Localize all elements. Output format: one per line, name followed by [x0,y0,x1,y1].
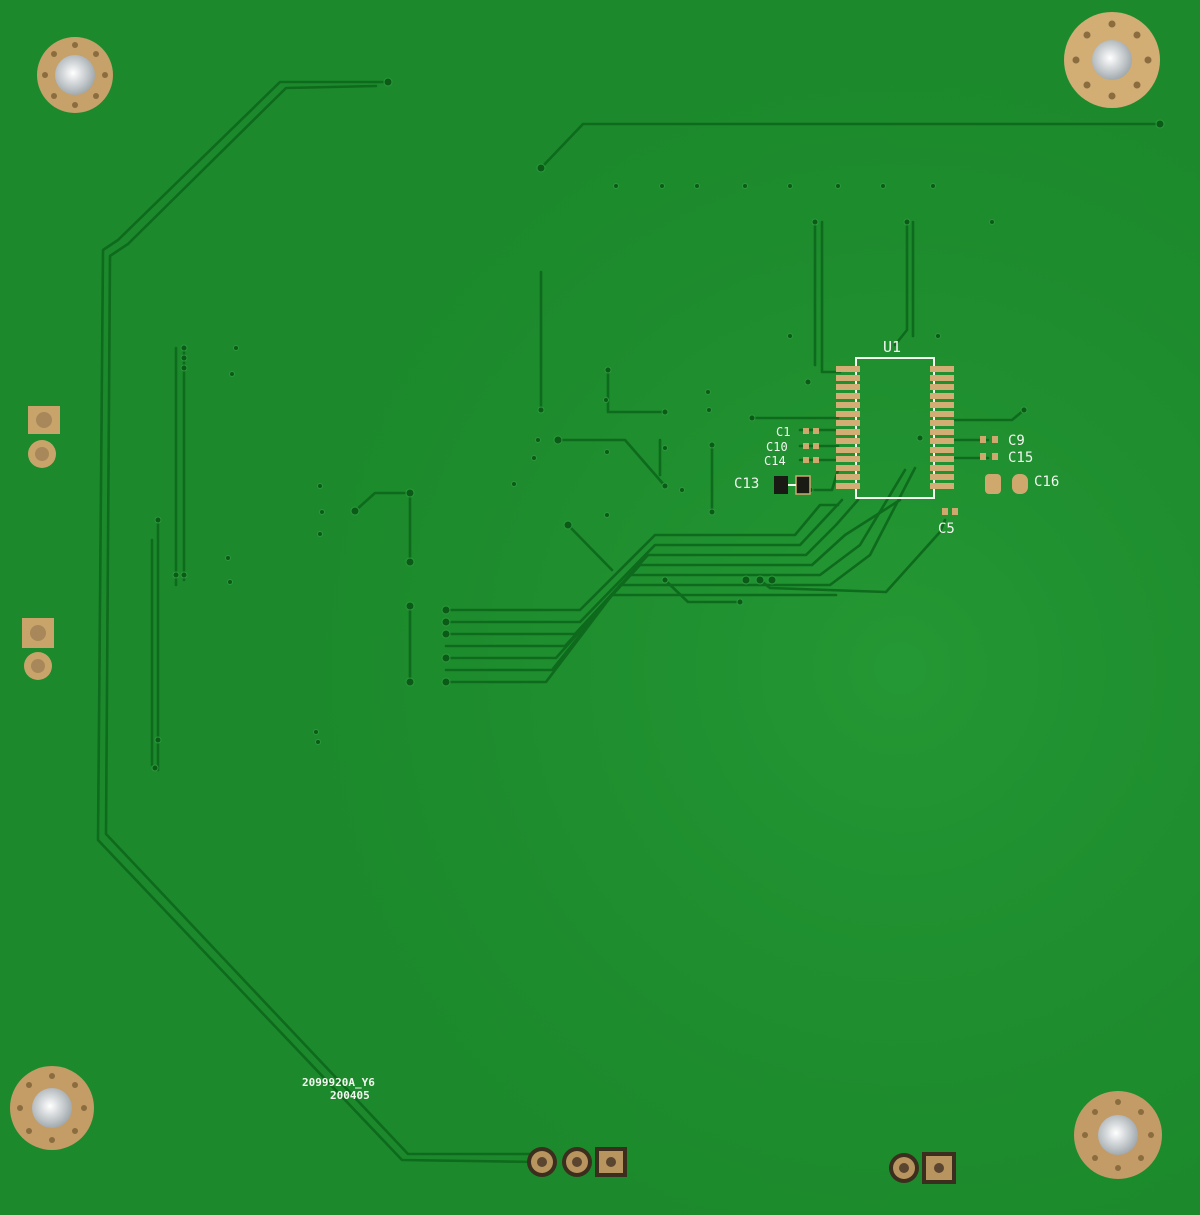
mounting-hole-bottom-right [1074,1091,1162,1179]
bottom-connector-3pin [527,1147,627,1177]
label-c16: C16 [1034,474,1059,490]
mounting-hole-top-right [1064,12,1160,108]
mounting-hole-top-left [37,37,113,113]
label-u1: U1 [883,338,901,356]
left-header-top [28,406,60,468]
label-c10: C10 [766,440,788,454]
u1-pads-right [930,366,954,489]
mounting-hole-bottom-left [10,1066,94,1150]
copper-traces [96,80,1162,1164]
label-c14: C14 [764,454,786,468]
c13-pads [774,475,811,495]
date-code: 200405 [330,1089,370,1102]
u1-pads-left [836,366,860,489]
label-c13: C13 [734,476,759,492]
part-code: 2099920A_Y6 [302,1076,375,1089]
silkscreen: U1 C1 C10 C14 C13 C9 C15 C16 C5 2099920A… [302,338,1059,1102]
label-c15: C15 [1008,450,1033,466]
cap-pads [803,428,1028,515]
label-c5: C5 [938,521,955,537]
left-header-bottom [22,618,54,680]
u1-footprint [836,357,954,499]
label-c9: C9 [1008,433,1025,449]
label-c1: C1 [776,425,790,439]
vias [151,77,1165,772]
bottom-connector-2pin [889,1152,956,1184]
